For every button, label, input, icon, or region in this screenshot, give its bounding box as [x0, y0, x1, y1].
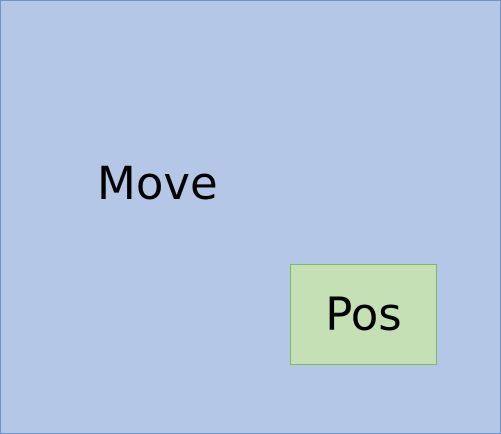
pos-label: Pos: [325, 288, 402, 341]
pos-box: Pos: [290, 264, 437, 365]
move-label: Move: [97, 157, 218, 210]
